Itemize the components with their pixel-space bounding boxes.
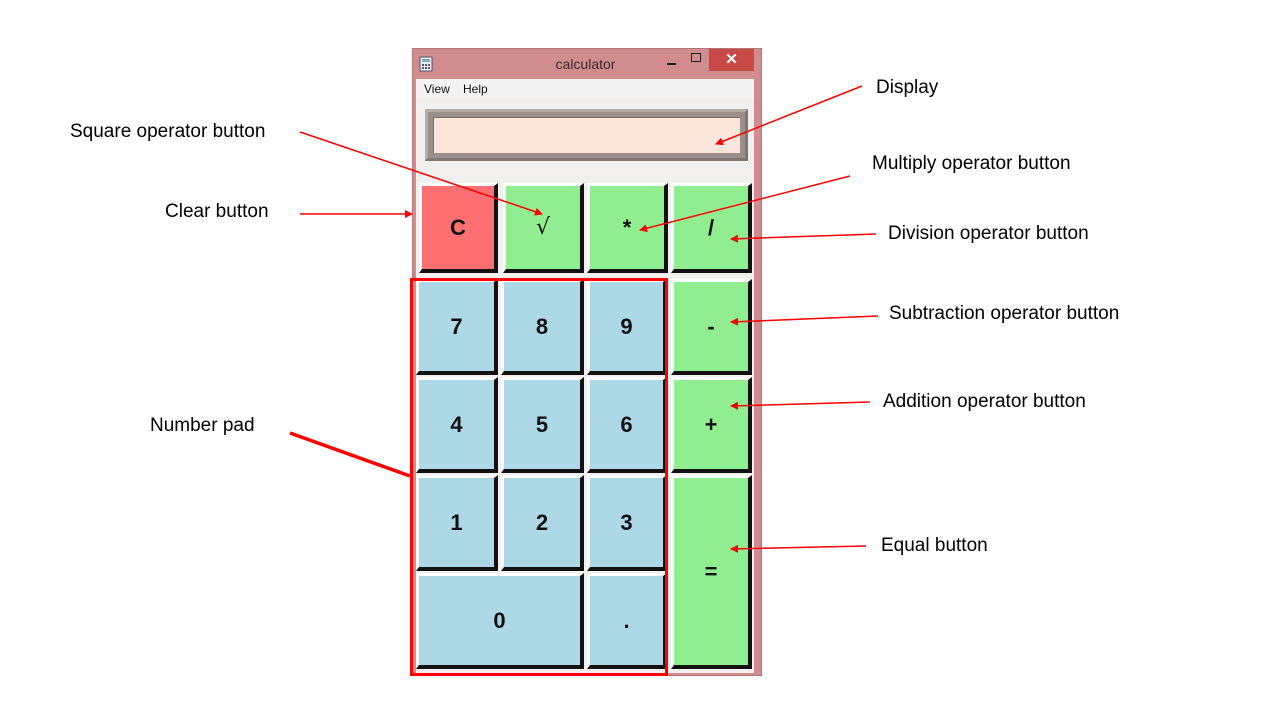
equals-button[interactable]: =	[671, 475, 752, 669]
title-bar: calculator ✕	[413, 49, 761, 79]
clear-button[interactable]: C	[419, 183, 498, 273]
menu-help[interactable]: Help	[463, 82, 488, 96]
minimize-icon[interactable]	[661, 49, 683, 71]
number-pad-pointer	[289, 431, 411, 478]
multiply-callout: Multiply operator button	[872, 153, 1071, 174]
number-pad-highlight	[410, 278, 668, 676]
number-pad-callout: Number pad	[150, 415, 255, 436]
display-frame	[425, 109, 748, 161]
eight-button[interactable]: 8	[501, 279, 584, 375]
addition-callout: Addition operator button	[883, 391, 1086, 412]
multiply-button[interactable]: *	[587, 183, 668, 273]
division-callout: Division operator button	[888, 223, 1089, 244]
maximize-icon[interactable]	[685, 49, 707, 71]
three-button[interactable]: 3	[587, 475, 667, 571]
display-callout: Display	[876, 77, 939, 98]
square-arrow	[299, 131, 543, 216]
subtraction-arrow	[730, 315, 879, 326]
addition-arrow	[730, 401, 871, 410]
subtraction-callout: Subtraction operator button	[889, 303, 1120, 324]
close-icon: ✕	[725, 51, 738, 68]
display	[433, 117, 740, 153]
equal-callout: Equal button	[881, 535, 988, 556]
two-button[interactable]: 2	[501, 475, 584, 571]
menu-view[interactable]: View	[424, 82, 450, 96]
divide-button[interactable]: /	[671, 183, 752, 273]
menu-bar: View Help	[416, 79, 754, 99]
window-title: calculator	[555, 56, 616, 72]
equal-arrow	[730, 544, 867, 553]
division-arrow	[730, 233, 877, 243]
five-button[interactable]: 5	[501, 377, 584, 473]
square-root-button[interactable]: √	[503, 183, 584, 273]
zero-button[interactable]: 0	[416, 573, 584, 669]
calculator-app-icon	[419, 56, 433, 72]
display-arrow	[715, 85, 863, 146]
one-button[interactable]: 1	[416, 475, 498, 571]
display-area	[416, 99, 754, 175]
four-button[interactable]: 4	[416, 377, 498, 473]
add-button[interactable]: +	[671, 377, 752, 473]
clear-callout: Clear button	[165, 201, 269, 222]
subtract-button[interactable]: -	[671, 279, 752, 375]
square-callout: Square operator button	[70, 121, 266, 142]
multiply-arrow	[639, 175, 851, 233]
close-button[interactable]: ✕	[709, 49, 754, 71]
